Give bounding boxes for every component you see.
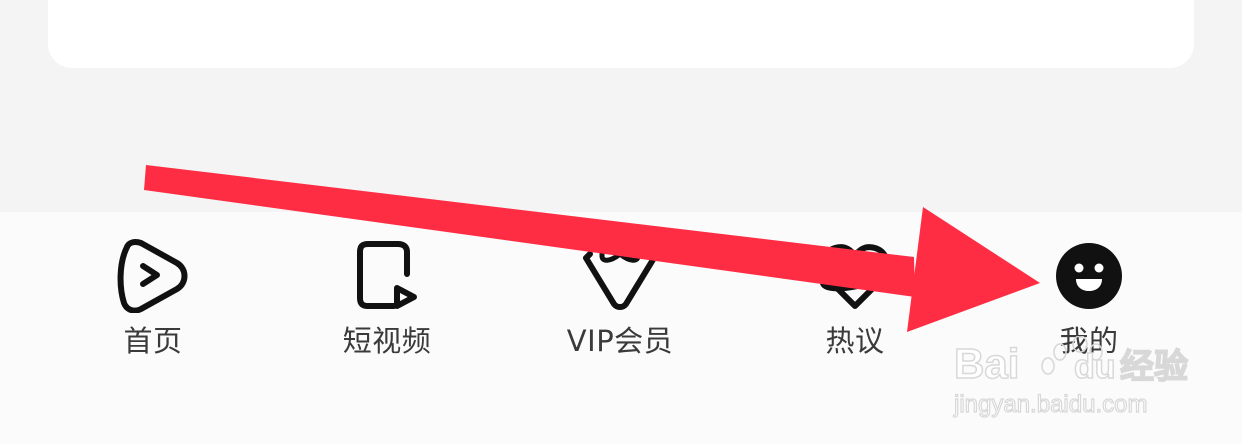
content-card [48, 0, 1194, 68]
bottom-tab-bar: 首页 短视频 VIP会员 热议 [0, 212, 1242, 444]
short-video-icon [347, 240, 427, 312]
smiley-face-icon [1049, 240, 1129, 312]
heart-planet-icon [815, 240, 895, 312]
tab-vip[interactable]: VIP会员 [540, 240, 700, 365]
tab-short-video[interactable]: 短视频 [307, 240, 467, 365]
tab-home[interactable]: 首页 [73, 239, 233, 365]
tab-mine[interactable]: 我的 [1009, 240, 1169, 365]
tab-vip-label: VIP会员 [566, 324, 674, 358]
tab-hot-topics-label: 热议 [825, 324, 885, 358]
tab-hot-topics[interactable]: 热议 [775, 240, 935, 365]
tab-short-video-label: 短视频 [342, 324, 432, 358]
tab-mine-label: 我的 [1059, 324, 1119, 358]
play-triangle-icon [113, 239, 193, 313]
content-area [0, 0, 1242, 212]
tuxedo-bowtie-icon [580, 240, 660, 312]
tab-home-label: 首页 [123, 324, 183, 358]
